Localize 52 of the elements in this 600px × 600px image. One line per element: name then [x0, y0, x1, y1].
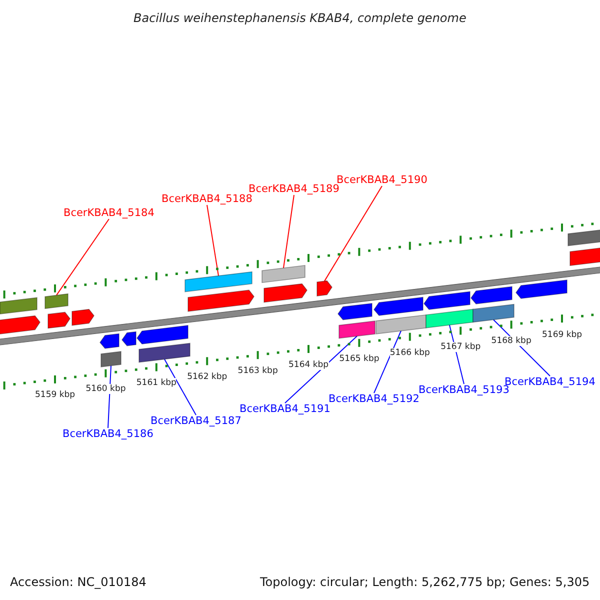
gene-block: [262, 264, 306, 284]
gene-block: [184, 271, 252, 292]
gene-block: [568, 228, 600, 246]
tick-label: 5166 kbp: [390, 348, 430, 358]
gene-pointed-block: [470, 286, 512, 304]
gene-label: BcerKBAB4_5190: [336, 174, 428, 186]
gene-pointed-block: [72, 308, 94, 326]
tick-label: 5159 kbp: [35, 390, 76, 400]
leader-line: [284, 336, 358, 404]
accession-note: Accession: NC_010184: [10, 575, 146, 589]
gene-pointed-block: [424, 291, 470, 310]
chart-title: Bacillus weihenstephanensis KBAB4, complete genome: [134, 11, 466, 25]
tick-label: 5160 kbp: [86, 384, 126, 394]
leader-line: [283, 194, 294, 268]
gene-block: [426, 308, 474, 328]
gene-pointed-block: [0, 315, 40, 336]
gene-pointed-block: [316, 280, 332, 296]
gene-pointed-block: [516, 280, 568, 299]
gene-pointed-block: [188, 290, 254, 312]
leader-line: [206, 204, 219, 276]
leader-line: [56, 218, 110, 296]
gene-pointed-block: [100, 333, 120, 349]
gene-pointed-block: [264, 283, 308, 303]
tick-label: 5161 kbp: [136, 378, 176, 388]
gene-block: [44, 293, 68, 310]
gene-label: BcerKBAB4_5188: [162, 193, 252, 205]
gene-pointed-block: [374, 296, 424, 316]
tick-label: 5167 kbp: [440, 342, 481, 352]
gene-block: [338, 320, 376, 339]
gene-label: BcerKBAB4_5186: [62, 428, 154, 440]
gene-block: [100, 351, 122, 368]
gene-label: BcerKBAB4_5191: [240, 403, 330, 415]
tick-label: 5164 kbp: [288, 360, 329, 370]
genome-summary-note: Topology: circular; Length: 5,262,775 bp; Genes: 5,305: [260, 575, 590, 589]
gene-block: [0, 297, 38, 314]
leader-line: [324, 186, 382, 282]
gene-label: BcerKBAB4_5192: [328, 393, 420, 405]
tick-label: 5165 kbp: [339, 354, 380, 364]
tick-label: 5168 kbp: [491, 336, 532, 346]
gene-block: [376, 314, 426, 334]
gene-label: BcerKBAB4_5187: [150, 415, 242, 427]
gene-pointed-block: [338, 302, 372, 320]
gene-label: BcerKBAB4_5184: [64, 207, 154, 219]
gene-pointed-block: [48, 312, 70, 329]
gene-block: [138, 342, 190, 363]
gene-block: [472, 304, 514, 323]
leader-line: [164, 358, 196, 416]
tick-label: 5162 kbp: [187, 372, 228, 382]
gene-label: BcerKBAB4_5189: [248, 183, 340, 195]
tick-label: 5169 kbp: [542, 330, 582, 340]
tick-label: 5163 kbp: [238, 366, 278, 376]
leader-line: [374, 330, 402, 394]
